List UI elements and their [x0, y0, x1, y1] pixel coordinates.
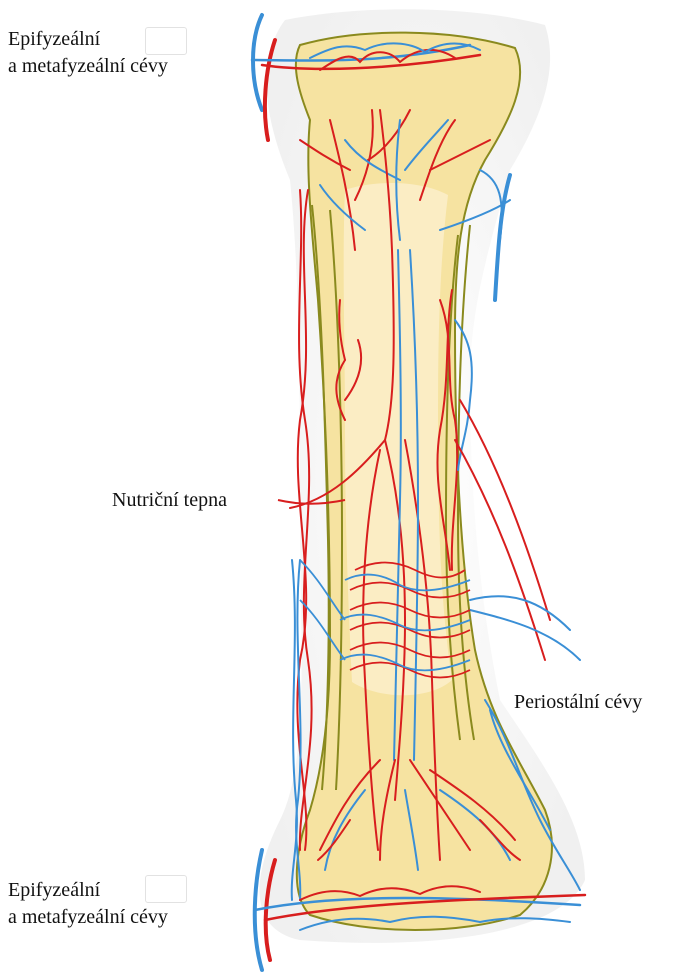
- label-line: Epifyzeální: [8, 26, 168, 53]
- label-line: a metafyzeální cévy: [8, 53, 168, 80]
- label-nutrient-artery: Nutriční tepna: [112, 487, 227, 514]
- label-line: Epifyzeální: [8, 877, 168, 904]
- label-epiphyseal-bottom: Epifyzeální a metafyzeální cévy: [8, 877, 168, 931]
- label-epiphyseal-top: Epifyzeální a metafyzeální cévy: [8, 26, 168, 80]
- label-line: a metafyzeální cévy: [8, 904, 168, 931]
- label-periosteal-vessels: Periostální cévy: [514, 689, 642, 716]
